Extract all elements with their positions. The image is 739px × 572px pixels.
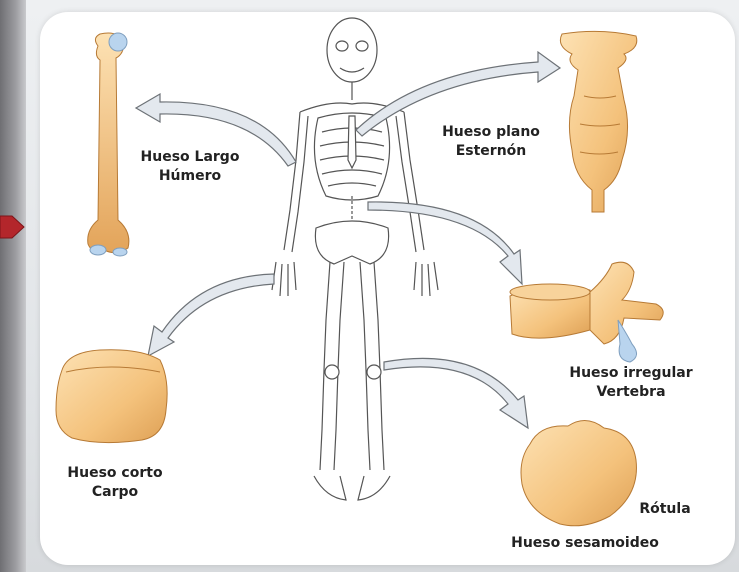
sesamoid-bone-type: Hueso sesamoideo [500, 534, 670, 553]
sternum-bone [560, 31, 636, 212]
patella-bone [521, 420, 636, 525]
irregular-bone-label: Hueso irregular Vertebra [556, 364, 706, 402]
slide-edge-shade [0, 0, 26, 572]
bone-types-diagram: Hueso Largo Húmero Hueso plano Esternón … [40, 12, 735, 565]
previous-slide-arrow-icon[interactable] [0, 212, 26, 242]
arrow-to-vertebra [368, 202, 522, 284]
humerus-bone [88, 33, 129, 256]
arrow-to-carpus [148, 274, 274, 356]
long-bone-name: Húmero [130, 167, 250, 186]
flat-bone-name: Esternón [436, 142, 546, 161]
long-bone-label: Hueso Largo Húmero [130, 148, 250, 186]
irregular-bone-name: Vertebra [556, 383, 706, 402]
short-bone-name: Carpo [60, 483, 170, 502]
carpal-bone [56, 350, 167, 443]
vertebra-bone [510, 262, 663, 362]
flat-bone-type: Hueso plano [436, 123, 546, 142]
sesamoid-bone-name: Rótula [630, 500, 700, 519]
short-bone-type: Hueso corto [60, 464, 170, 483]
short-bone-label: Hueso corto Carpo [60, 464, 170, 502]
arrow-to-patella [384, 358, 528, 428]
long-bone-type: Hueso Largo [130, 148, 250, 167]
skeleton [272, 18, 438, 500]
flat-bone-label: Hueso plano Esternón [436, 123, 546, 161]
irregular-bone-type: Hueso irregular [556, 364, 706, 383]
